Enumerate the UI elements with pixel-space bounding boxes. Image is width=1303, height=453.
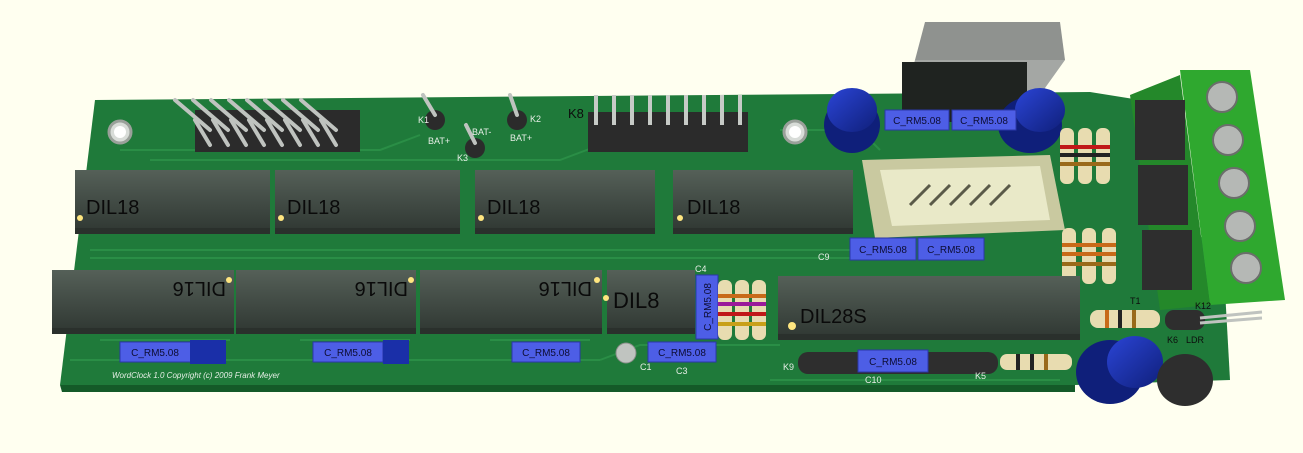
svg-text:C_RM5.08: C_RM5.08 (658, 348, 706, 359)
ic-label: DIL16 (539, 277, 592, 299)
ic-label: DIL18 (487, 197, 540, 219)
resistor-bottom-right (1000, 354, 1072, 370)
ref-c10: C10 (865, 375, 882, 385)
ic-dil28s (778, 276, 1080, 340)
svg-text:C_RM5.08: C_RM5.08 (960, 116, 1008, 127)
ic-label: DIL16 (355, 277, 408, 299)
cap-c3: C_RM5.08 (647, 341, 717, 363)
cap-c-bottom-1: C_RM5.08 (119, 340, 226, 364)
resistor-group-center (718, 280, 766, 340)
cap-top-left: C_RM5.08 (884, 109, 950, 131)
ref-k9: K9 (783, 362, 794, 372)
ic-dil18-4 (673, 170, 853, 234)
ic-label: DIL18 (86, 197, 139, 219)
svg-text:C_RM5.08: C_RM5.08 (893, 116, 941, 127)
ic-dil8 (603, 270, 695, 334)
svg-text:C_RM5.08: C_RM5.08 (927, 245, 975, 256)
ldr (1165, 310, 1263, 330)
resistor-array-bottom (1062, 228, 1116, 284)
svg-text:C_RM5.08: C_RM5.08 (522, 348, 570, 359)
ic-dil16-2 (236, 270, 416, 334)
header-k3 (464, 123, 485, 158)
electrolytic-cap-bottom (1076, 336, 1163, 404)
crystal (615, 342, 637, 364)
voltage-regulator (902, 22, 1065, 122)
svg-text:C_RM5.08: C_RM5.08 (131, 348, 179, 359)
pin-header-k8 (588, 95, 748, 152)
ic-dil18-3 (475, 170, 655, 234)
cap-c4: C_RM5.08 (695, 274, 719, 340)
cap-c9-left: C_RM5.08 (849, 237, 917, 261)
label-k8: K8 (568, 106, 584, 121)
mount-hole-center (114, 126, 126, 138)
transistor-bottom (1157, 354, 1213, 406)
cap-c9-right: C_RM5.08 (917, 237, 985, 261)
label-bat-plus-left: BAT+ (428, 136, 450, 146)
svg-text:C_RM5.08: C_RM5.08 (324, 348, 372, 359)
header-k1 (421, 93, 445, 130)
label-k2: K2 (530, 114, 541, 124)
resistor-array-top (1060, 128, 1110, 184)
svg-text:C_RM5.08: C_RM5.08 (703, 283, 714, 331)
ic-label: DIL18 (687, 197, 740, 219)
ic-label: DIL16 (173, 277, 226, 299)
copyright-text: WordClock 1.0 Copyright (c) 2009 Frank M… (112, 371, 280, 380)
cap-top-right: C_RM5.08 (951, 109, 1017, 131)
cap-c10: C_RM5.08 (798, 349, 998, 374)
ic-dil18-2 (275, 170, 460, 234)
cap-c-bottom-2: C_RM5.08 (312, 340, 409, 364)
label-k3: K3 (457, 153, 468, 163)
ref-c3: C3 (676, 366, 688, 376)
svg-text:C_RM5.08: C_RM5.08 (859, 245, 907, 256)
ref-k12: K12 (1195, 301, 1211, 311)
ref-t1: T1 (1130, 296, 1141, 306)
svg-text:C_RM5.08: C_RM5.08 (869, 357, 917, 368)
label-bat-plus-right: BAT+ (510, 133, 532, 143)
ref-c4: C4 (695, 264, 707, 274)
terminal-block (1130, 70, 1285, 310)
ic-label: DIL8 (613, 288, 659, 313)
electrolytic-cap (824, 88, 880, 153)
header-k2 (507, 93, 527, 130)
ref-c1: C1 (640, 362, 652, 372)
ic-dil16-1 (52, 270, 234, 334)
pin-header-left (173, 98, 360, 152)
ic-label: DIL28S (800, 306, 867, 328)
ref-k5: K5 (975, 371, 986, 381)
ref-c9: C9 (818, 252, 830, 262)
ref-k6: K6 (1167, 335, 1178, 345)
mount-hole-center (789, 126, 801, 138)
resistor-t1 (1090, 310, 1160, 328)
ic-dil16-3 (420, 270, 602, 334)
label-bat-minus: BAT- (472, 127, 491, 137)
cap-c-bottom-3: C_RM5.08 (511, 341, 581, 363)
ic-label: DIL18 (287, 197, 340, 219)
ref-ldr: LDR (1186, 335, 1205, 345)
box-connector (862, 155, 1065, 238)
ic-dil18-1 (75, 170, 270, 234)
label-k1: K1 (418, 115, 429, 125)
